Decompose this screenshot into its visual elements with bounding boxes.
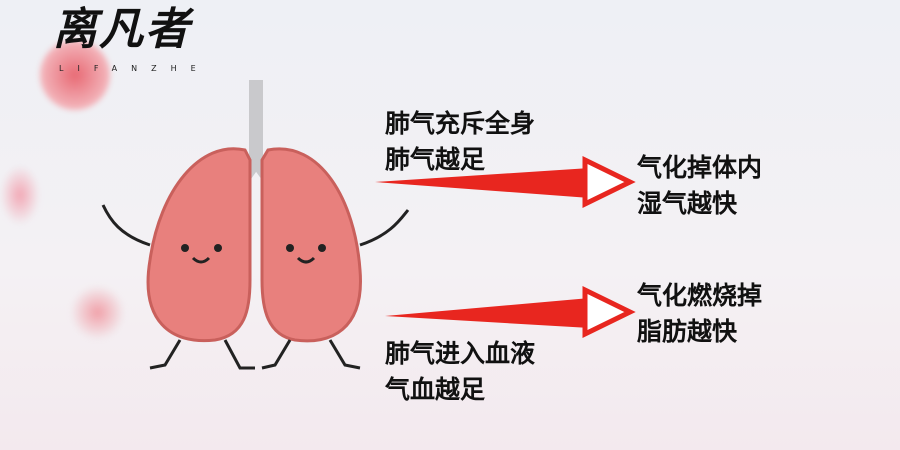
left-bottom-caption: 肺气进入血液 气血越足 bbox=[385, 336, 535, 408]
decorative-blossom bbox=[0, 165, 40, 225]
caption-line: 肺气充斥全身 bbox=[385, 109, 536, 138]
logo-text: 离凡者 bbox=[53, 4, 191, 55]
logo-subtitle: LIFANZHE bbox=[59, 64, 210, 73]
arrow-top bbox=[375, 155, 636, 209]
caption-line: 湿气越快 bbox=[637, 189, 738, 218]
left-top-caption: 肺气充斥全身 肺气越足 bbox=[385, 106, 535, 178]
right-lung bbox=[260, 147, 362, 343]
caption-line: 脂肪越快 bbox=[637, 317, 738, 346]
right-top-caption: 气化掉体内 湿气越快 bbox=[637, 150, 762, 222]
caption-line: 气化燃烧掉 bbox=[637, 281, 763, 310]
caption-line: 气血越足 bbox=[385, 375, 486, 404]
logo: 离凡者 LIFANZHE bbox=[45, 6, 225, 78]
left-lung bbox=[146, 147, 252, 343]
right-bottom-caption: 气化燃烧掉 脂肪越快 bbox=[637, 278, 762, 350]
caption-line: 气化掉体内 bbox=[637, 153, 763, 182]
decorative-blossom bbox=[70, 285, 125, 340]
decorative-blossom bbox=[40, 40, 110, 110]
caption-line: 肺气进入血液 bbox=[385, 339, 536, 368]
trachea bbox=[249, 80, 263, 170]
caption-line: 肺气越足 bbox=[385, 145, 486, 174]
arrow-bottom bbox=[385, 285, 636, 339]
